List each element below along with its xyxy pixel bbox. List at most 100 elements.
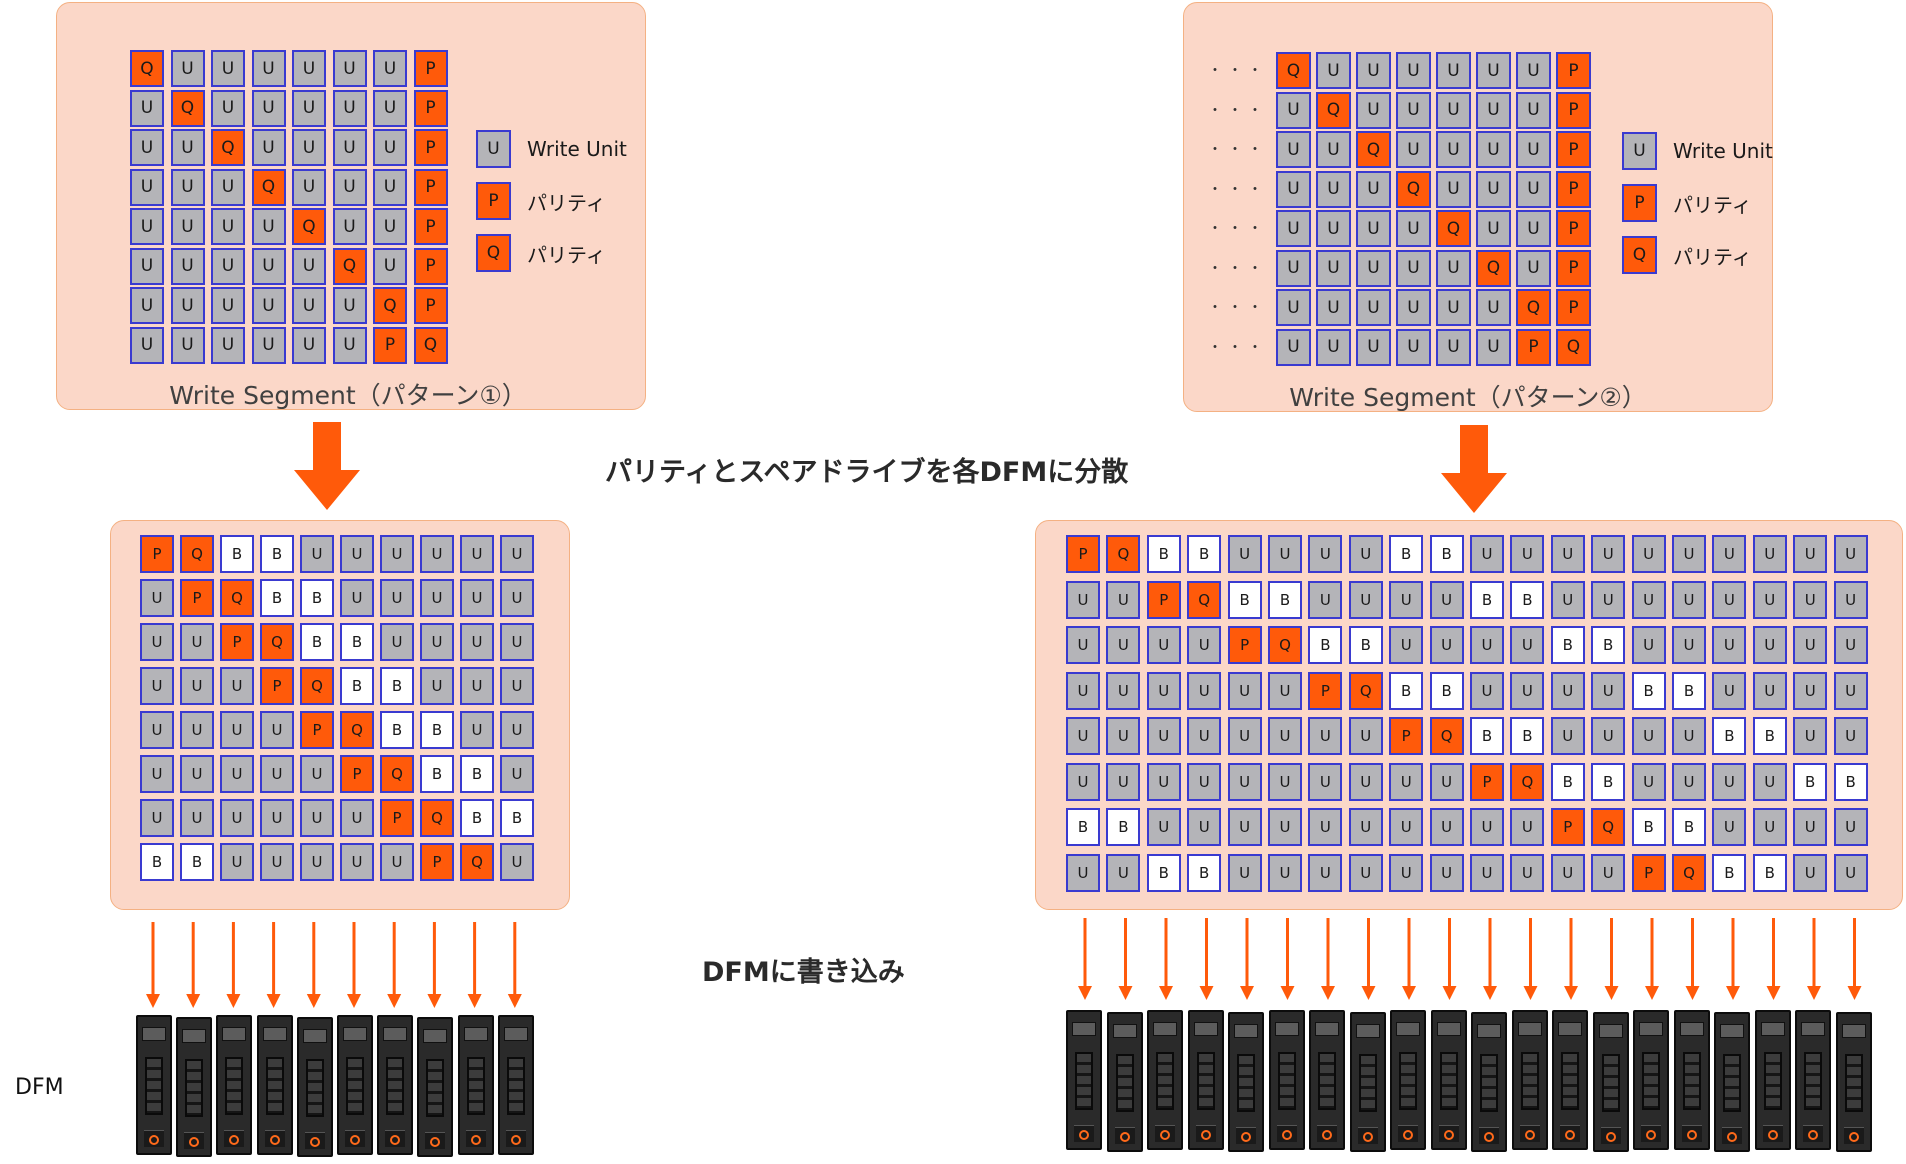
write-unit-cell: U: [1712, 671, 1747, 710]
write-arrow: [1604, 918, 1619, 1000]
dfm-drive-icon: [1795, 1010, 1831, 1150]
write-unit-cell: U: [1833, 853, 1868, 892]
write-unit-cell: U: [332, 129, 367, 166]
write-unit-cell: U: [1470, 535, 1504, 573]
write-unit-cell: U: [1752, 808, 1787, 846]
write-unit-cell: U: [1672, 762, 1706, 801]
write-unit-cell: U: [140, 667, 174, 705]
write-unit-cell: U: [220, 843, 254, 881]
parity-cell: Q: [1429, 717, 1464, 755]
write-arrow: [1564, 918, 1578, 1000]
spare-cell: B: [1429, 535, 1464, 573]
write-unit-cell: U: [180, 711, 214, 749]
write-unit-cell: U: [1389, 626, 1424, 664]
write-unit-cell: U: [1833, 626, 1868, 664]
write-unit-cell: U: [1227, 808, 1262, 846]
write-unit-cell: U: [1187, 626, 1222, 664]
spare-cell: B: [1187, 853, 1222, 892]
write-unit-cell: U: [1550, 671, 1585, 710]
spare-cell: B: [380, 711, 414, 749]
write-unit-cell: U: [1268, 808, 1302, 846]
spare-cell: B: [1793, 762, 1828, 801]
write-unit-cell: U: [1187, 808, 1222, 846]
legend-label: パリティ: [527, 190, 606, 215]
write-arrow: [1199, 918, 1214, 1000]
write-arrow: [1240, 918, 1254, 1000]
spare-cell: B: [340, 667, 374, 705]
write-unit-cell: U: [1187, 717, 1222, 755]
parity-cell: Q: [1348, 671, 1383, 710]
write-unit-cell: U: [1516, 91, 1551, 129]
spare-cell: B: [420, 755, 454, 793]
write-unit-cell: U: [1712, 808, 1747, 846]
spare-cell: B: [1429, 671, 1464, 710]
parity-cell: Q: [300, 667, 334, 705]
write-unit-cell: U: [340, 579, 374, 617]
write-unit-cell: U: [292, 168, 326, 206]
write-unit-cell: U: [1389, 808, 1424, 846]
write-unit-cell: U: [1591, 671, 1626, 710]
write-unit-cell: U: [1429, 626, 1464, 664]
write-unit-cell: U: [1276, 91, 1311, 129]
write-unit-cell: U: [140, 711, 174, 749]
write-unit-cell: U: [1227, 717, 1262, 755]
write-unit-cell: U: [1476, 52, 1511, 89]
parity-cell: Q: [130, 50, 164, 87]
write-unit-cell: U: [1550, 535, 1585, 573]
write-arrow: [1483, 918, 1497, 1000]
dfm-drive-icon: [256, 1015, 293, 1155]
write-unit-cell: U: [1550, 853, 1585, 892]
write-unit-cell: U: [1550, 580, 1585, 619]
write-unit-cell: U: [1276, 131, 1311, 168]
parity-cell: P: [413, 129, 448, 166]
spare-cell: B: [500, 799, 534, 837]
write-unit-cell: U: [1396, 52, 1431, 89]
write-unit-cell: U: [1066, 762, 1100, 801]
write-unit-cell: U: [1348, 717, 1383, 755]
parity-cell: Q: [1316, 91, 1351, 129]
spare-cell: B: [1348, 626, 1383, 664]
dfm-drive-icon: [1106, 1012, 1143, 1152]
write-unit-cell: U: [260, 843, 294, 881]
legend-swatch: Q: [476, 234, 511, 272]
write-arrow: [146, 922, 160, 1008]
ellipsis-dots: ・・・: [1208, 300, 1268, 316]
ellipsis-dots: ・・・: [1208, 142, 1268, 158]
write-unit-cell: U: [170, 50, 205, 87]
write-unit-cell: U: [380, 843, 414, 881]
spare-cell: B: [1591, 762, 1626, 801]
write-unit-cell: U: [1793, 717, 1828, 755]
dfm-drive-icon: [1309, 1010, 1345, 1150]
write-unit-cell: U: [1510, 535, 1545, 573]
spare-cell: B: [220, 535, 254, 573]
write-arrow: [347, 922, 361, 1008]
dfm-drive-icon: [216, 1015, 253, 1155]
dfm-drive-icon: [1633, 1010, 1669, 1150]
spare-cell: B: [1389, 535, 1424, 573]
write-unit-cell: U: [300, 843, 334, 881]
write-arrow: [1766, 918, 1781, 1000]
write-unit-cell: U: [1276, 170, 1311, 208]
write-arrow: [1321, 918, 1335, 1000]
write-unit-cell: U: [1106, 671, 1141, 710]
write-unit-cell: U: [1793, 626, 1828, 664]
write-unit-cell: U: [1470, 808, 1504, 846]
parity-cell: P: [380, 799, 414, 837]
parity-cell: Q: [170, 89, 205, 127]
parity-cell: Q: [1591, 808, 1626, 846]
write-unit-cell: U: [1429, 580, 1464, 619]
spare-cell: B: [1187, 535, 1222, 573]
dfm-drive-icon: [1268, 1010, 1305, 1150]
write-unit-cell: U: [1146, 671, 1181, 710]
write-unit-cell: U: [1066, 717, 1100, 755]
write-unit-cell: U: [1396, 210, 1431, 247]
write-unit-cell: U: [1146, 717, 1181, 755]
write-unit-cell: U: [251, 247, 286, 285]
write-unit-cell: U: [170, 129, 205, 166]
write-unit-cell: U: [340, 535, 374, 573]
write-unit-cell: U: [1631, 626, 1666, 664]
write-unit-cell: U: [1712, 580, 1747, 619]
write-unit-cell: U: [1187, 762, 1222, 801]
